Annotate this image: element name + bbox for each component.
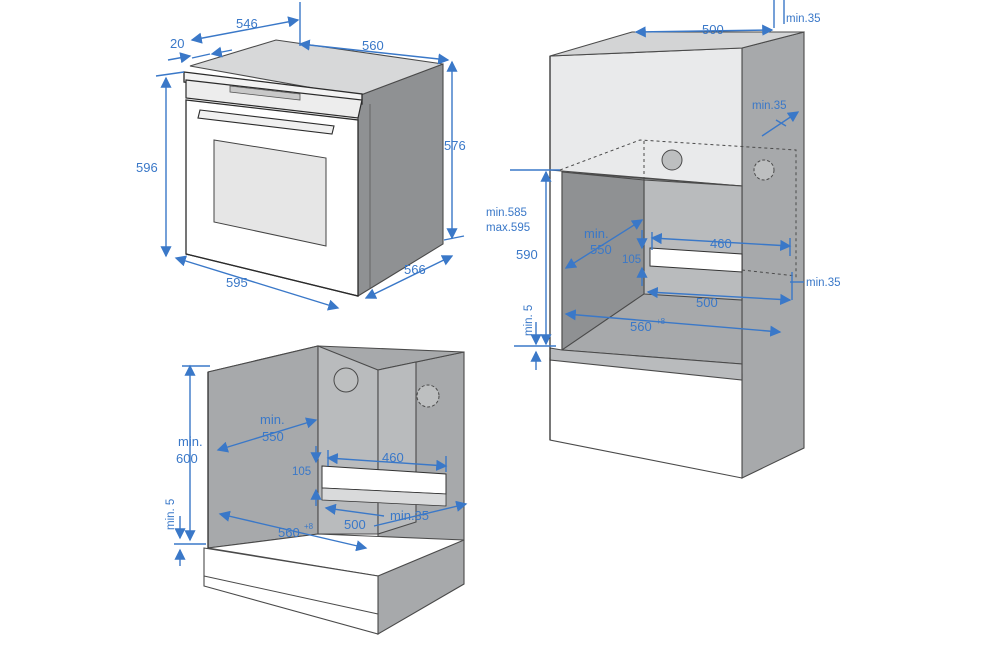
tall-opening-height-label: 590 [516,247,538,262]
tall-side-gap-top-label: min.35 [752,100,787,112]
tall-unit-upper-front [549,47,743,187]
tall-unit-vent-slot [649,247,743,273]
oven-side-height-label: 576 [444,138,466,153]
tall-depth-line1-label: min. [584,226,609,241]
uc-height-line1-label: min. [178,434,203,449]
tall-opening-max-label: max.595 [486,222,530,234]
tall-side-gap-bottom-label: min.35 [806,277,841,289]
uc-vent-height-label: 105 [292,466,311,478]
oven-top-depth-label: 546 [236,16,258,31]
uc-height-line2-label: 600 [176,451,198,466]
uc-side-gap-label: min.35 [390,508,429,523]
under-counter-hole-1 [333,367,359,393]
tall-base-width-tol-label: +8 [656,317,666,326]
uc-depth-line1-label: min. [260,412,285,427]
tall-unit-dimensions: 500 min.35 min.35 min.585 max.595 590 mi… [486,0,841,370]
tall-vent-height-label: 105 [622,254,641,266]
uc-floor-gap-label: min. 5 [165,499,177,530]
tall-top-width-label: 500 [702,22,724,37]
tall-base-depth-label: 500 [696,295,718,310]
oven-dimensions: 546 20 560 596 576 595 566 [136,2,466,311]
oven-drawing [183,39,444,297]
under-counter-drawing [203,345,465,635]
tall-floor-gap-label: min. 5 [523,305,535,336]
tall-vent-width-label: 460 [710,236,732,251]
under-counter-hole-2 [416,384,440,408]
oven-front-height-label: 596 [136,160,158,175]
tall-opening-min-label: min.585 [486,207,527,219]
uc-vent-width-label: 460 [382,450,404,465]
under-counter-left-wall [207,345,319,549]
oven-side-panel [357,63,444,297]
tall-unit-hole-1 [661,149,683,171]
under-counter-plinth [203,547,379,635]
uc-base-depth-label: 500 [344,517,366,532]
uc-base-width-tol-label: +8 [304,522,314,531]
tall-top-gap-label: min.35 [786,13,821,25]
tall-unit-upper-top [549,31,805,57]
tall-depth-line2-label: 550 [590,242,612,257]
oven-bottom-width-label: 595 [226,275,248,290]
oven-window [213,139,327,247]
uc-depth-line2-label: 550 [262,429,284,444]
oven-bottom-depth-label: 566 [404,262,426,277]
uc-base-width-label: 560 [278,525,300,540]
oven-top-width-label: 560 [362,38,384,53]
oven-handle [197,109,335,135]
oven-display [229,85,301,101]
under-counter-dimensions: min. 600 min. 550 460 105 min. 5 560 +8 … [165,364,468,566]
tall-base-width-label: 560 [630,319,652,334]
tall-unit-drawing [549,31,805,479]
tall-unit-right-side [741,31,805,479]
oven-front-panel-label: 20 [170,36,184,51]
tall-unit-hole-2 [753,159,775,181]
